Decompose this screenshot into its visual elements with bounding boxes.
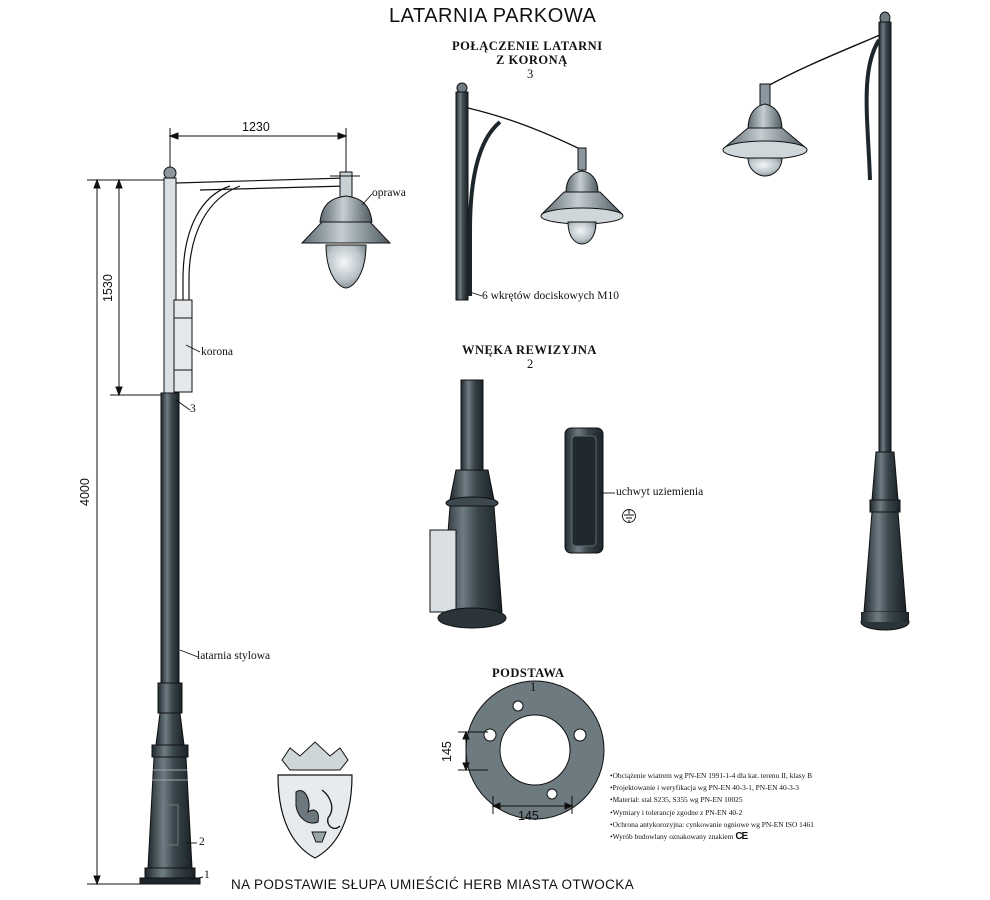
dimension-upper-height [110, 178, 170, 397]
specification-notes: •Obciążenie wiatrem wg PN-EN 1991-1-4 dl… [610, 770, 940, 843]
base-dim-height-label: 145 [440, 741, 454, 762]
inspection-section-title: WNĘKA REWIZYJNA [462, 343, 597, 357]
label-luminaire: oprawa [372, 187, 406, 199]
dim-width-label: 1230 [242, 120, 270, 134]
dimension-width [168, 128, 348, 172]
label-grounding: uchwyt uziemienia [616, 486, 704, 498]
note-item: •Wyrób budowlany oznakowany znakiem CE [610, 831, 748, 843]
note-item: •Projektowanie i weryfikacja wg PN-EN 40… [610, 783, 799, 793]
label-crown: korona [201, 346, 233, 358]
base-section-number: 1 [530, 680, 537, 694]
connection-detail-drawing [455, 82, 624, 301]
note-item: •Ochrona antykorozyjna: cynkowanie ognio… [610, 819, 814, 829]
dim-upper-height-label: 1530 [101, 274, 115, 302]
dimension-total-height [87, 178, 170, 886]
note-item: •Obciążenie wiatrem wg PN-EN 1991-1-4 dl… [610, 771, 813, 780]
dim-total-height-label: 4000 [78, 478, 92, 506]
connection-section-title-1: POŁĄCZENIE LATARNI [452, 39, 603, 53]
callout-3: 3 [190, 403, 196, 415]
label-screws: 6 wkrętów dociskowych M10 [482, 290, 620, 302]
note-item: •Materiał: stal S235, S355 wg PN-EN 1002… [610, 795, 743, 805]
perspective-lamp-drawing [722, 11, 910, 631]
label-pole: latarnia stylowa [197, 650, 271, 662]
page-title: LATARNIA PARKOWA [389, 5, 597, 27]
inspection-section-number: 2 [527, 357, 534, 371]
coat-of-arms-icon [277, 741, 353, 859]
connection-section-title-2: Z KORONĄ [496, 53, 568, 67]
base-plate-drawing [458, 680, 605, 820]
note-item: •Wymiary i tolerancje zgodne z PN-EN 40-… [610, 807, 743, 817]
connection-section-number: 3 [527, 67, 534, 81]
base-section-title: PODSTAWA [492, 666, 565, 680]
main-lamp-drawing [87, 128, 392, 886]
base-dim-width-label: 145 [518, 809, 539, 823]
callout-2: 2 [199, 836, 205, 848]
callout-1: 1 [204, 869, 210, 881]
footer-note: NA PODSTAWIE SŁUPA UMIEŚCIĆ HERB MIASTA … [231, 877, 635, 892]
ce-mark: CE [735, 831, 748, 843]
inspection-opening-drawing [429, 379, 636, 629]
